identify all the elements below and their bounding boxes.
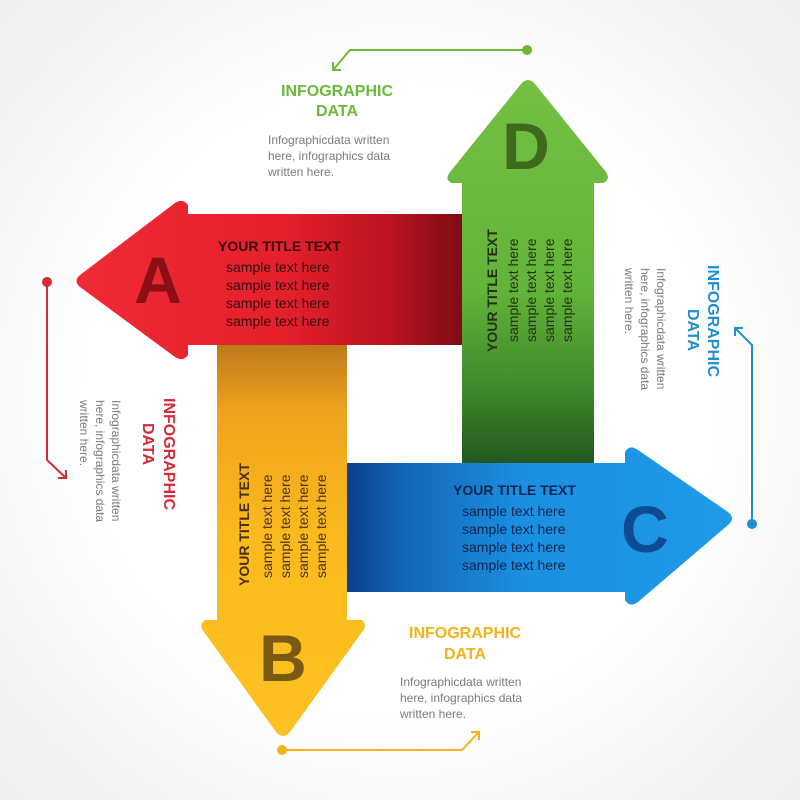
- connector-d: [332, 49, 527, 71]
- callout-d-heading-2: DATA: [315, 103, 359, 120]
- arrow-c-shape: [347, 447, 732, 605]
- connector-d-dot: [522, 45, 532, 55]
- arrow-a-line: sample text here: [226, 277, 330, 293]
- arrow-a-line: sample text here: [226, 295, 330, 311]
- callout-b-desc: written here.: [400, 707, 467, 721]
- arrow-d-line: sample text here: [559, 238, 575, 343]
- callout-d-desc: here, infographics data: [268, 149, 391, 163]
- arrow-b-shape: [201, 338, 365, 736]
- callout-a-desc: written here.: [77, 400, 91, 467]
- callout-a-desc: here, infographics data: [93, 400, 107, 523]
- arrow-d-line: sample text here: [523, 238, 539, 343]
- connector-c-dot: [747, 519, 757, 529]
- callout-a-heading: INFOGRAPHIC: [160, 398, 177, 510]
- arrow-d-letter: D: [502, 109, 550, 183]
- arrow-b-title: YOUR TITLE TEXT: [236, 463, 252, 586]
- callout-c-desc: here, infographics data: [638, 268, 652, 391]
- arrow-c-line: sample text here: [462, 557, 566, 573]
- connector-c: [734, 327, 753, 524]
- callout-b-desc: here, infographics data: [400, 691, 523, 705]
- callout-c-desc: Infographicdata written: [654, 268, 668, 390]
- arrow-b-line: sample text here: [295, 474, 311, 579]
- callout-a-desc: Infographicdata written: [109, 400, 123, 522]
- callout-a-heading-2: DATA: [139, 423, 156, 466]
- arrow-b-line: sample text here: [313, 474, 329, 579]
- arrow-c-letter: C: [621, 492, 669, 566]
- arrow-d-line: sample text here: [505, 238, 521, 343]
- callout-b-heading-2: DATA: [443, 646, 487, 663]
- arrow-d-shape: [447, 80, 608, 463]
- arrow-b-line: sample text here: [259, 474, 275, 579]
- callout-d-desc: written here.: [268, 165, 335, 179]
- callout-d-heading: INFOGRAPHIC: [281, 83, 393, 100]
- arrow-a-shape: [76, 200, 462, 360]
- connector-b: [282, 731, 480, 751]
- callout-c-heading-2: DATA: [684, 309, 701, 352]
- arrow-d-title: YOUR TITLE TEXT: [484, 229, 500, 352]
- arrow-a-letter: A: [134, 243, 182, 317]
- connector-a: [46, 282, 67, 479]
- arrow-c-line: sample text here: [462, 521, 566, 537]
- arrow-c-line: sample text here: [462, 539, 566, 555]
- connector-b-dot: [277, 745, 287, 755]
- callout-c-desc: written here.: [622, 268, 636, 335]
- arrow-c-line: sample text here: [462, 503, 566, 519]
- arrow-b-line: sample text here: [277, 474, 293, 579]
- callout-b-desc: Infographicdata written: [400, 675, 522, 689]
- arrow-c-title: YOUR TITLE TEXT: [453, 482, 576, 498]
- arrow-b-letter: B: [259, 621, 307, 695]
- arrow-a-title: YOUR TITLE TEXT: [218, 238, 341, 254]
- arrow-a-line: sample text here: [226, 313, 330, 329]
- callout-d-desc: Infographicdata written: [268, 133, 390, 147]
- callout-b-heading: INFOGRAPHIC: [409, 625, 521, 642]
- arrow-d-line: sample text here: [541, 238, 557, 343]
- arrow-a-line: sample text here: [226, 259, 330, 275]
- connector-a-dot: [42, 277, 52, 287]
- callout-c-heading: INFOGRAPHIC: [704, 265, 721, 377]
